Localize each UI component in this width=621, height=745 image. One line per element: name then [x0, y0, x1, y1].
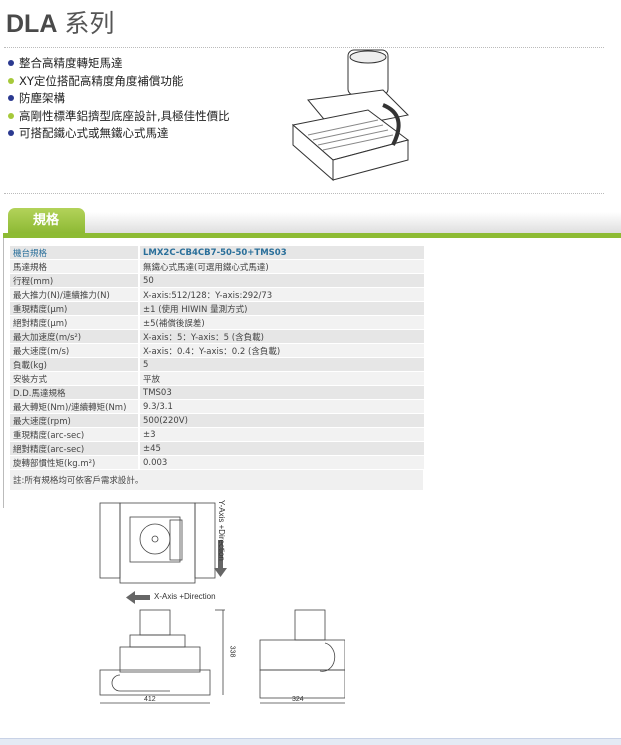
spec-name: 絕對精度(μm) [10, 315, 140, 330]
table-row: 最大加速度(m/s²)X-axis：5：Y-axis：5 (含負載) [10, 329, 424, 344]
feature-text: 整合高精度轉矩馬達 [19, 56, 123, 70]
header-label: 機台規格 [10, 246, 140, 260]
spec-value: ±3 [139, 427, 424, 442]
dimension-drawings [99, 502, 345, 704]
spec-value: X-axis：5：Y-axis：5 (含負載) [139, 329, 424, 344]
spec-name: 旋轉部慣性矩(kg.m²) [10, 455, 140, 470]
spec-name: 負載(kg) [10, 357, 140, 372]
spec-value: X-axis:512/128：Y-axis:292/73 [139, 287, 424, 302]
spec-name: 最大推力(N)/連續推力(N) [10, 287, 140, 302]
feature-text: XY定位搭配高精度角度補償功能 [19, 73, 184, 88]
bullet-icon [8, 130, 14, 136]
bullet-icon [8, 60, 14, 66]
table-row: 最大速度(m/s)X-axis：0.4：Y-axis：0.2 (含負載) [10, 343, 424, 358]
bullet-icon [8, 77, 14, 84]
tab-underline [3, 233, 621, 238]
feature-item: 整合高精度轉矩馬達 [6, 55, 230, 73]
bullet-icon [8, 112, 14, 119]
spec-value: 5 [139, 357, 424, 372]
spec-value: 9.3/3.1 [139, 399, 424, 414]
spec-name: 最大加速度(m/s²) [10, 329, 140, 344]
spec-value: ±1 (使用 HIWIN 量測方式) [139, 301, 424, 316]
table-row: 重現精度(arc-sec)±3 [10, 427, 424, 442]
table-note: 註:所有規格均可依客戶需求設計。 [10, 469, 425, 491]
content-border [3, 238, 4, 508]
table-row: 絕對精度(μm)±5(補償後誤差) [10, 315, 424, 330]
side-width-dimension: 324 [292, 696, 304, 703]
spec-name: 重現精度(arc-sec) [10, 427, 140, 442]
spec-name: 絕對精度(arc-sec) [10, 441, 140, 456]
feature-item: 可搭配鐵心式或無鐵心式馬達 [6, 125, 230, 143]
table-row: 馬達規格無鐵心式馬達(可選用鐵心式馬達) [10, 259, 424, 274]
feature-item: 防塵架構 [6, 90, 230, 108]
front-width-dimension: 412 [144, 696, 156, 703]
spec-value: ±45 [139, 441, 424, 456]
spec-name: 馬達規格 [10, 259, 140, 274]
spec-value: 500(220V) [139, 413, 424, 428]
spec-value: 50 [139, 273, 424, 288]
feature-text: 可搭配鐵心式或無鐵心式馬達 [19, 126, 169, 140]
spec-name: 最大速度(rpm) [10, 413, 140, 428]
spec-value: X-axis：0.4：Y-axis：0.2 (含負載) [139, 343, 424, 358]
spec-value: TMS03 [139, 385, 424, 400]
header-model: LMX2C-CB4CB7-50-50+TMS03 [139, 246, 424, 260]
table-row: 重現精度(μm)±1 (使用 HIWIN 量測方式) [10, 301, 424, 316]
spec-value: 平放 [139, 371, 424, 386]
page-title: DLA 系列 [6, 10, 115, 38]
table-row: 行程(mm)50 [10, 273, 424, 288]
tab-specs[interactable]: 規格 [8, 208, 85, 234]
tab-bar-background [85, 212, 621, 234]
feature-item: XY定位搭配高精度角度補償功能 [6, 73, 230, 91]
spec-name: 最大速度(m/s) [10, 343, 140, 358]
bullet-icon [8, 95, 14, 101]
table-row: 旋轉部慣性矩(kg.m²)0.003 [10, 455, 424, 470]
table-row: 最大速度(rpm)500(220V) [10, 413, 424, 428]
divider [4, 193, 604, 194]
x-axis-direction-label: X-Axis +Direction [154, 592, 216, 601]
feature-text: 高剛性標準鋁擠型底座設計,具極佳性價比 [19, 108, 230, 123]
spec-name: 安裝方式 [10, 371, 140, 386]
feature-list: 整合高精度轉矩馬達 XY定位搭配高精度角度補償功能防塵架構高剛性標準鋁擠型底座設計… [6, 55, 230, 143]
product-image [291, 49, 410, 182]
spec-name: 重現精度(μm) [10, 301, 140, 316]
bottom-border [0, 738, 621, 745]
spec-name: 最大轉矩(Nm)/連續轉矩(Nm) [10, 399, 140, 414]
height-dimension: 338 [228, 645, 236, 658]
table-row: 安裝方式平放 [10, 371, 424, 386]
feature-text: 防塵架構 [19, 91, 65, 105]
table-row: 負載(kg)5 [10, 357, 424, 372]
spec-name: D.D.馬達規格 [10, 385, 140, 400]
divider [4, 47, 604, 48]
note-text: 註:所有規格均可依客戶需求設計。 [10, 469, 425, 491]
spec-name: 行程(mm) [10, 273, 140, 288]
table-row: 最大推力(N)/連續推力(N)X-axis:512/128：Y-axis:292… [10, 287, 424, 302]
spec-value: 無鐵心式馬達(可選用鐵心式馬達) [139, 259, 424, 274]
feature-item: 高剛性標準鋁擠型底座設計,具極佳性價比 [6, 108, 230, 126]
spec-value: 0.003 [139, 455, 424, 470]
y-axis-direction-label: Y-Axis +Direction [217, 500, 226, 561]
spec-value: ±5(補償後誤差) [139, 315, 424, 330]
table-row: 絕對精度(arc-sec)±45 [10, 441, 424, 456]
table-row: 最大轉矩(Nm)/連續轉矩(Nm)9.3/3.1 [10, 399, 424, 414]
